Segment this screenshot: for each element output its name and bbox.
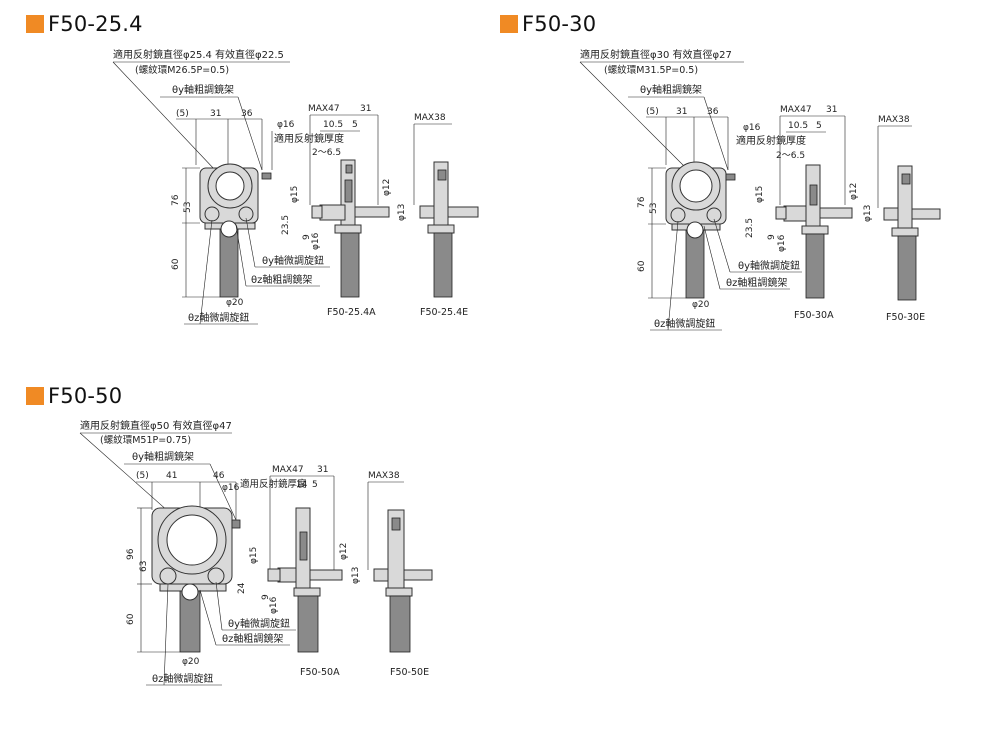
section-title: F50-25.4 [48,12,143,36]
dim-label: MAX38 [368,471,400,481]
section-header-f50: F50-50 [26,384,122,408]
tz-fine-label: θz軸微調旋鈕 [152,672,213,685]
model-a-label: F50-30A [794,310,834,321]
dim-label: 2〜6.5 [776,151,805,161]
tz-fine-label: θz軸微調旋鈕 [654,317,715,330]
ty-fine-label: θy軸微調旋鈕 [738,259,800,272]
ty-coarse-label: θy軸粗調鏡架 [640,83,702,96]
model-e-label: F50-25.4E [420,307,468,318]
dim-label: φ15 [755,186,765,203]
dim-label: φ12 [382,179,392,196]
dim-label: 9 [261,594,271,600]
orange-square-icon [26,15,44,33]
dim-label: MAX47 [780,105,812,115]
dim-label: 23.5 [745,218,755,238]
mirror-spec-label: 適用反射鏡直徑φ30 有效直徑φ27 [580,48,732,61]
section-header-f30: F50-30 [500,12,596,36]
dim-label: 53 [649,203,659,214]
dim-label: 46 [213,471,225,481]
ty-fine-label: θy軸微調旋鈕 [262,254,324,267]
dim-label: φ16 [311,232,321,250]
dim-label: φ15 [290,186,300,203]
dim-label: φ16 [743,123,761,133]
dim-label: 60 [171,258,181,270]
tz-coarse-label: θz軸粗調鏡架 [726,276,787,289]
dim-label: φ20 [182,657,200,667]
dim-label: MAX38 [414,113,446,123]
orange-square-icon [500,15,518,33]
section-header-f25: F50-25.4 [26,12,143,36]
thickness-label: 適用反射鏡厚度 [274,132,344,145]
dim-label: 31 [826,105,837,115]
dim-label: 31 [360,104,371,114]
thread-spec-label: (螺紋環M31.5P=0.5) [604,64,698,76]
mirror-spec-label: 適用反射鏡直徑φ50 有效直徑φ47 [80,419,232,432]
dim-label: 76 [171,194,181,206]
dim-label: φ15 [249,547,259,564]
dim-label: 96 [126,548,136,560]
dim-label: 36 [707,107,719,117]
ty-coarse-label: θy軸粗調鏡架 [172,83,234,96]
dim-label: 31 [317,465,328,475]
dim-label: φ20 [692,300,710,310]
dim-label: φ13 [863,205,873,222]
dim-label: 31 [676,107,687,117]
dim-label: 31 [210,109,221,119]
thread-spec-label: (螺紋環M26.5P=0.5) [135,64,229,76]
dim-label: 5 [352,120,358,130]
dim-label: 53 [183,202,193,213]
dim-label: 36 [241,109,253,119]
thickness-label: 適用反射鏡厚度 [736,134,806,147]
dim-label: 23.5 [281,215,291,235]
tz-fine-label: θz軸微調旋鈕 [188,311,249,324]
dim-label: φ12 [849,183,859,200]
dim-label: MAX38 [878,115,910,125]
dim-label: MAX47 [272,465,304,475]
dim-label: 2〜6.5 [312,148,341,158]
dim-label: 41 [166,471,177,481]
dim-label: 60 [126,613,136,625]
thickness-label: 適用反射鏡厚度 [240,478,307,490]
dim-label: (5) [176,109,189,119]
dim-label: 9 [767,234,777,240]
dim-label: 60 [637,260,647,272]
thread-spec-label: (螺紋環M51P=0.75) [100,434,191,446]
tz-coarse-label: θz軸粗調鏡架 [222,632,283,645]
dim-label: MAX47 [308,104,340,114]
drawing-f50: 適用反射鏡直徑φ50 有效直徑φ47 (螺紋環M51P=0.75) θy軸粗調鏡… [79,419,433,686]
drawing-f30: 適用反射鏡直徑φ30 有效直徑φ27 (螺紋環M31.5P=0.5) θy軸粗調… [579,48,941,331]
ty-fine-label: θy軸微調旋鈕 [228,617,290,630]
model-a-label: F50-25.4A [327,307,376,318]
tz-coarse-label: θz軸粗調鏡架 [251,273,312,286]
section-title: F50-50 [48,384,123,408]
dim-label: 24 [237,582,247,594]
dim-label: φ16 [777,234,787,252]
dim-label: φ16 [277,120,295,130]
dim-label: 9 [302,234,312,240]
model-e-label: F50-30E [886,312,925,323]
section-title: F50-30 [522,12,597,36]
model-a-label: F50-50A [300,667,340,678]
dim-label: φ12 [339,543,349,560]
drawing-f25: 適用反射鏡直徑φ25.4 有效直徑φ22.5 (螺紋環M26.5P=0.5) θ… [112,48,479,325]
dim-label: φ13 [351,567,361,584]
dim-label: 10.5 [323,120,343,130]
dim-label: φ16 [222,483,240,493]
dim-label: 10.5 [788,121,808,131]
dim-label: 5 [312,480,318,490]
orange-square-icon [26,387,44,405]
dim-label: φ20 [226,298,244,308]
dim-label: 14 [296,480,308,490]
dim-label: (5) [646,107,659,117]
mirror-spec-label: 適用反射鏡直徑φ25.4 有效直徑φ22.5 [113,48,284,61]
dim-label: 76 [637,196,647,208]
dim-label: φ16 [269,596,279,614]
dim-label: φ13 [397,204,407,221]
ty-coarse-label: θy軸粗調鏡架 [132,450,194,463]
dim-label: 63 [139,561,149,572]
model-e-label: F50-50E [390,667,429,678]
dim-label: 5 [816,121,822,131]
dim-label: (5) [136,471,149,481]
